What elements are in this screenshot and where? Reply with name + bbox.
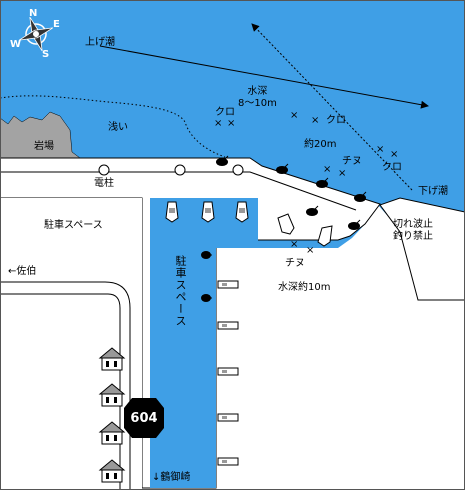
angler-icon (316, 177, 329, 188)
angler-icon (348, 219, 361, 230)
land-area (0, 198, 142, 490)
route-badge-shape (124, 398, 164, 438)
angler-icon (216, 155, 229, 166)
house-icon (98, 459, 126, 483)
fishing-spot-marker: × (376, 144, 385, 155)
house-icon (98, 421, 126, 445)
depth-upper-line-1: 水深 (247, 86, 268, 97)
cutoff-breakwater (379, 197, 465, 301)
moored-boat (277, 213, 295, 235)
compass-s: S (42, 49, 50, 60)
harbour-basin (142, 198, 258, 488)
fishing-spot-marker: × (306, 245, 315, 256)
compass-e: E (53, 19, 60, 30)
fishing-spot-marker: × (338, 168, 347, 179)
moored-boat (217, 321, 239, 330)
compass-n: N (29, 8, 38, 19)
fishing-spot-marker: × (390, 149, 399, 160)
parking-vertical-label: 駐車スペース (174, 255, 187, 327)
moored-boat (217, 280, 239, 289)
fishing-spot-marker: × (323, 164, 332, 175)
to-saiki-label: ←佐伯 (8, 266, 37, 277)
fish-chinu-label: チヌ (285, 258, 305, 269)
depth-lower-label: 水深約10m (278, 282, 331, 293)
no-fishing-line-2: 釣り禁止 (393, 230, 433, 242)
house-icon (98, 383, 126, 407)
angler-icon (276, 163, 289, 174)
moored-boat (317, 225, 333, 247)
utility-pole (232, 164, 244, 176)
falling-tide-label: 下げ潮 (418, 186, 448, 197)
fishing-spot-marker: × (290, 110, 299, 121)
fish-kuro-label: クロ (326, 115, 346, 126)
road-edge (0, 293, 121, 490)
fishing-spot-marker: × (290, 239, 299, 250)
house-icon (98, 347, 126, 371)
shallow-boundary (0, 95, 226, 158)
shallow-label: 浅い (108, 122, 128, 133)
angler-icon (306, 205, 319, 216)
road (0, 281, 131, 490)
moored-boat (165, 201, 179, 223)
no-fishing-line-1: 切れ波止 (393, 219, 433, 230)
moored-boat (201, 201, 215, 223)
fishing-spot-marker: × (214, 118, 223, 129)
rising-tide-label: 上げ潮 (85, 37, 115, 48)
angler-icon (354, 191, 367, 202)
compass-w: W (10, 39, 22, 50)
utility-pole (98, 164, 110, 176)
quay-edge (0, 171, 357, 211)
angler-icon (201, 294, 212, 302)
rocks-label: 岩場 (34, 141, 54, 152)
moored-boat (217, 413, 239, 422)
depth-offshore-label: 約20m (304, 139, 337, 150)
depth-upper-line-2: 8～10m (238, 97, 277, 109)
utility-pole-label: 電柱 (94, 178, 114, 189)
utility-pole (174, 164, 186, 176)
compass-rose-icon (18, 16, 54, 52)
parking-label: 駐車スペース (44, 220, 103, 231)
fish-kuro-label: クロ (382, 162, 402, 173)
route-604-badge: 604 (130, 410, 158, 426)
fishing-spot-marker: × (227, 118, 236, 129)
angler-icon (201, 251, 212, 259)
no-fishing-label: 切れ波止 釣り禁止 (393, 219, 433, 242)
fishing-spot-marker: × (311, 115, 320, 126)
moored-boat (235, 201, 249, 223)
to-tsurumisaki-label: ↓鶴御崎 (152, 472, 191, 483)
fish-kuro-label: クロ (215, 107, 235, 118)
falling-tide-arrow (251, 23, 413, 191)
moored-boat (217, 367, 239, 376)
fish-chinu-label: チヌ (342, 156, 362, 167)
moored-boat (217, 457, 239, 466)
rising-tide-arrow (99, 45, 429, 109)
depth-upper-label: 水深 8～10m (238, 86, 277, 109)
